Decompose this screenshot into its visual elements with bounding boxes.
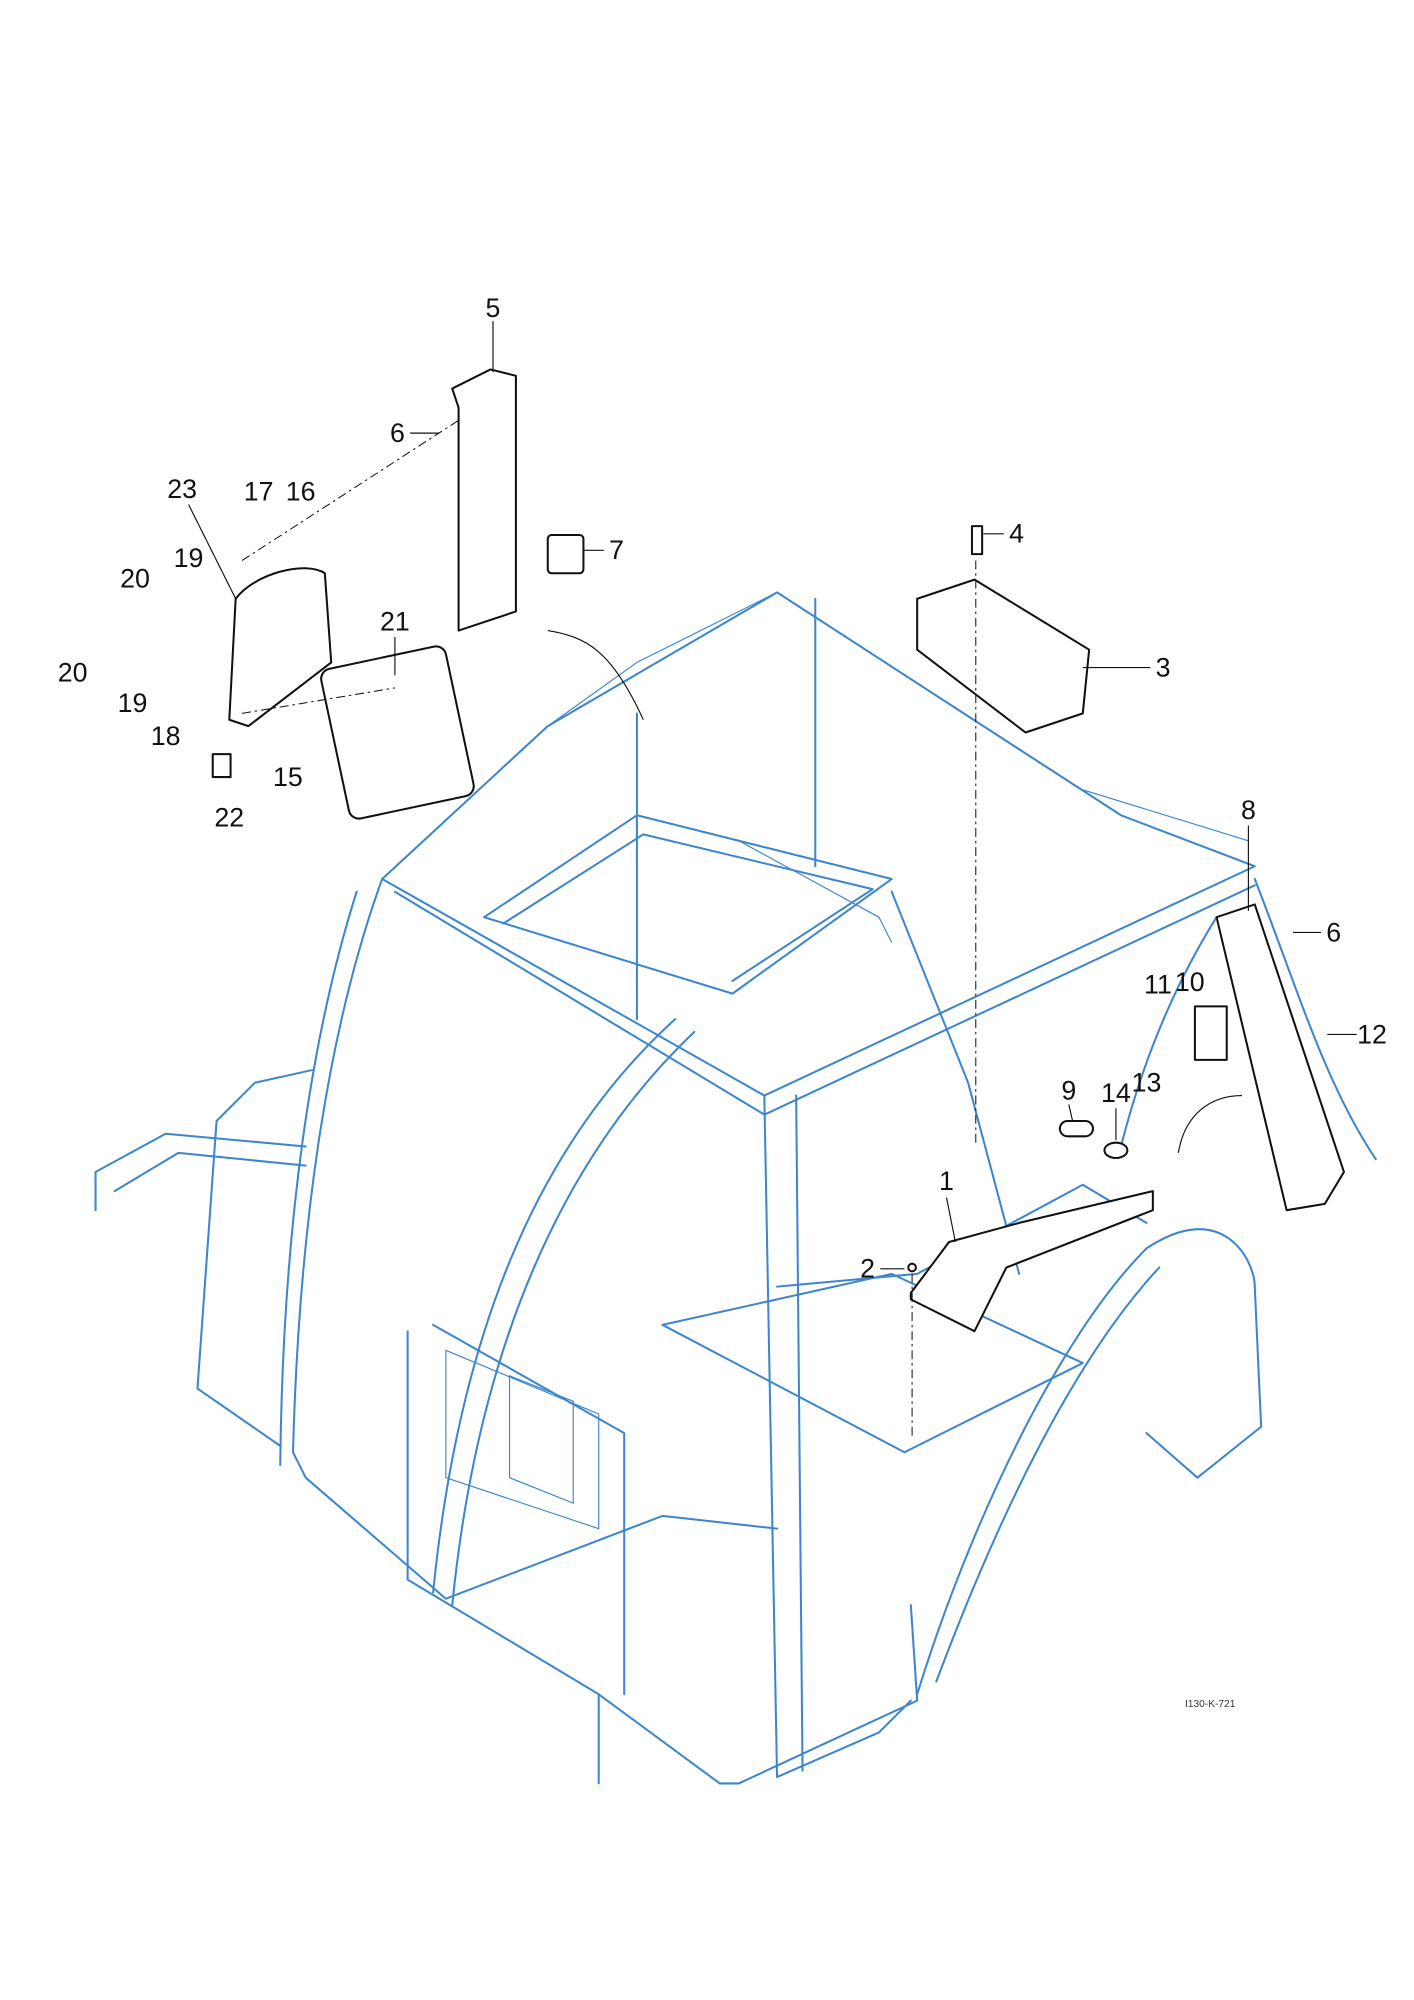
callout-4: 4 bbox=[1009, 519, 1024, 549]
part-15-bracket bbox=[228, 567, 333, 728]
part-10-plate bbox=[1193, 1005, 1228, 1061]
callout-7: 7 bbox=[609, 535, 624, 565]
callout-16: 16 bbox=[286, 477, 316, 507]
callout-21: 21 bbox=[380, 607, 410, 637]
callout-22: 22 bbox=[214, 803, 244, 833]
callout-8: 8 bbox=[1241, 795, 1256, 825]
callout-12: 12 bbox=[1357, 1019, 1387, 1049]
callout-15: 15 bbox=[273, 762, 303, 792]
reference-code: I130-K-721 bbox=[1185, 1699, 1236, 1710]
callout-23: 23 bbox=[167, 474, 197, 504]
move-arrow-left bbox=[547, 630, 644, 720]
part-2-screw bbox=[907, 1262, 917, 1273]
callout-17: 17 bbox=[244, 477, 274, 507]
exploded-parts bbox=[211, 368, 1345, 1440]
part-22-knob bbox=[211, 753, 232, 779]
part-14-disc bbox=[1103, 1141, 1129, 1159]
part-21-display bbox=[320, 645, 475, 820]
callout-10: 10 bbox=[1175, 967, 1205, 997]
callout-14: 14 bbox=[1101, 1078, 1131, 1108]
callout-6: 6 bbox=[390, 418, 405, 448]
callout-5: 5 bbox=[486, 293, 501, 323]
part-7-plate bbox=[546, 534, 585, 575]
callout-20: 20 bbox=[58, 658, 88, 688]
callout-1: 1 bbox=[939, 1166, 954, 1196]
callout-13: 13 bbox=[1132, 1068, 1162, 1098]
callout-6: 6 bbox=[1326, 917, 1341, 947]
callout-19: 19 bbox=[118, 688, 148, 718]
callout-2: 2 bbox=[860, 1254, 875, 1284]
callout-19: 19 bbox=[174, 543, 204, 573]
part-9-pad bbox=[1058, 1119, 1095, 1138]
callout-3: 3 bbox=[1156, 652, 1171, 682]
callouts: 5 6 23 17 16 7 19 20 21 20 19 18 15 22 4… bbox=[58, 293, 1387, 1710]
move-arrow-right bbox=[1177, 1094, 1243, 1153]
part-8-pillar-trim bbox=[1215, 903, 1345, 1212]
callout-11: 11 bbox=[1144, 970, 1172, 1000]
leader-lines bbox=[188, 321, 1357, 1270]
callout-20: 20 bbox=[120, 563, 150, 593]
part-3-storage-box bbox=[916, 578, 1091, 734]
part-5-pillar-trim bbox=[451, 368, 517, 632]
part-1-bracket bbox=[909, 1190, 1154, 1333]
part-4-bolt bbox=[970, 525, 984, 556]
callout-18: 18 bbox=[151, 721, 181, 751]
callout-9: 9 bbox=[1061, 1075, 1076, 1105]
